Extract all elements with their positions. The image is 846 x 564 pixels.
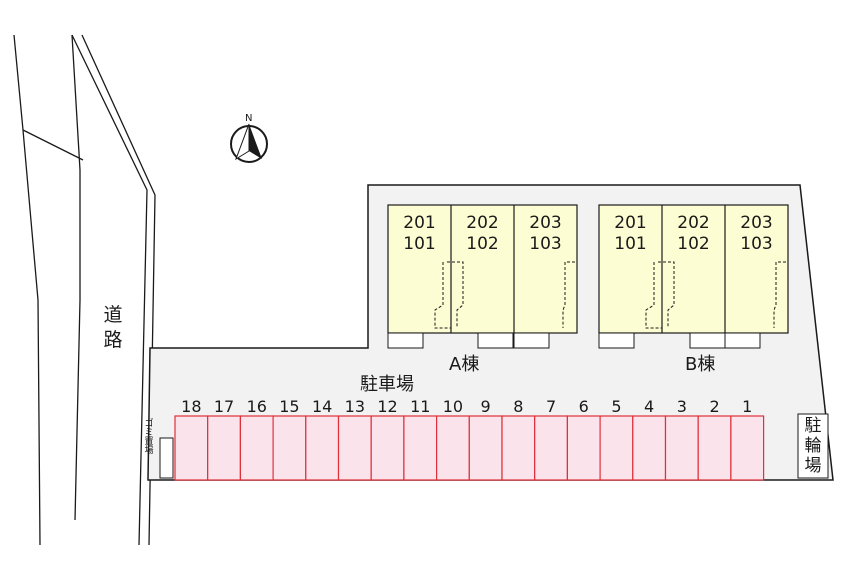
parking-space-number-13: 13	[344, 397, 366, 416]
unit-b3-lower: 103	[740, 234, 773, 254]
road-label: 道路	[103, 304, 123, 351]
parking-space-number-16: 16	[246, 397, 267, 416]
unit-b2-lower: 102	[677, 234, 710, 254]
parking-space-11	[403, 415, 438, 481]
unit-b1-lower: 101	[614, 234, 647, 254]
parking-space-number-2: 2	[709, 397, 720, 416]
parking-space-3	[664, 415, 699, 481]
parking-space-number-6: 6	[578, 397, 589, 416]
parking-space-12	[370, 415, 405, 481]
trash-label: ゴミ置場	[144, 419, 154, 456]
building-a-outline	[387, 204, 578, 349]
parking-space-2	[697, 415, 732, 481]
parking-space-5	[599, 415, 634, 481]
parking-space-number-17: 17	[213, 397, 235, 416]
parking-space-17	[207, 415, 241, 481]
parking-space-number-15: 15	[279, 397, 300, 416]
parking-space-number-1: 1	[742, 397, 753, 416]
unit-a1-lower: 101	[403, 234, 436, 254]
unit-a3-upper: 203	[529, 213, 562, 233]
parking-space-number-11: 11	[410, 397, 431, 416]
bicycle-parking-box	[797, 413, 829, 479]
building-b-label: B棟	[685, 354, 716, 375]
parking-space-number-10: 10	[442, 397, 464, 416]
parking-space-4	[632, 415, 667, 481]
north-label: N	[245, 113, 252, 124]
parking-space-number-8: 8	[513, 397, 524, 416]
parking-space-1	[730, 415, 765, 481]
parking-space-number-12: 12	[377, 397, 398, 416]
parking-space-number-9: 9	[480, 397, 491, 416]
trash-box	[159, 437, 174, 479]
parking-space-10	[436, 415, 470, 481]
parking-space-16	[239, 415, 274, 481]
unit-b3-upper: 203	[740, 213, 773, 233]
unit-b2-upper: 202	[677, 213, 710, 233]
parking-space-7	[534, 415, 569, 481]
parking-space-9	[468, 415, 503, 481]
unit-a2-upper: 202	[466, 213, 499, 233]
parking-space-18	[174, 415, 209, 481]
parking-spaces	[174, 415, 765, 481]
parking-space-14	[305, 415, 340, 481]
unit-a2-lower: 102	[466, 234, 499, 254]
parking-space-number-18: 18	[181, 397, 202, 416]
parking-space-15	[272, 415, 307, 481]
parking-space-number-14: 14	[311, 397, 333, 416]
parking-space-number-3: 3	[676, 397, 687, 416]
parking-space-6	[566, 415, 601, 481]
north-compass-icon: N	[230, 113, 268, 163]
building-a-label: A棟	[449, 354, 480, 375]
parking-space-number-4: 4	[644, 397, 655, 416]
road-lines	[13, 34, 156, 546]
unit-a3-lower: 103	[529, 234, 562, 254]
parking-space-13	[337, 415, 372, 481]
unit-b1-upper: 201	[614, 213, 647, 233]
parking-space-number-5: 5	[611, 397, 622, 416]
bicycle-parking-label: 駐輪場	[804, 416, 822, 476]
parking-area-label: 駐車場	[360, 374, 414, 395]
building-b-outline	[598, 204, 789, 349]
unit-a1-upper: 201	[403, 213, 436, 233]
parking-space-number-7: 7	[545, 397, 557, 416]
parking-space-8	[501, 415, 536, 481]
